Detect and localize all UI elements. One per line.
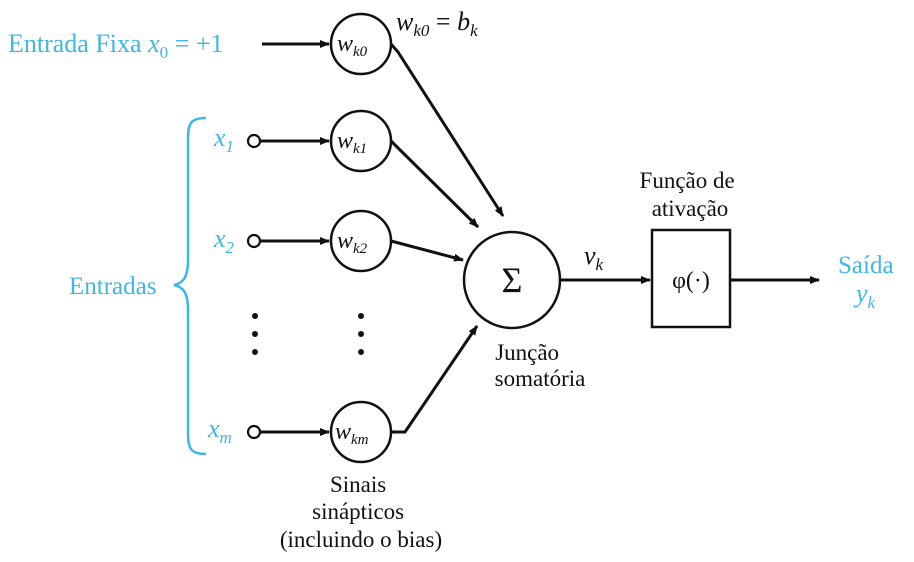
activation-box: φ(·): [650, 228, 732, 329]
input-x1-terminal: [246, 133, 262, 149]
input-x2-terminal: [246, 233, 262, 249]
weights-ellipsis: [358, 313, 364, 355]
output-variable: yk: [853, 279, 876, 312]
input-xm-label: xm: [207, 414, 232, 447]
inputs-brace: [173, 116, 207, 456]
weight-km-to-sum-arrow: [391, 325, 479, 434]
inputs-ellipsis: [252, 313, 258, 355]
input-x2-label: x2: [213, 224, 235, 257]
weight-node-k1: wk1: [329, 109, 393, 173]
weight-k0-to-sum-arrow: [389, 43, 505, 217]
weights-caption: Sinais sinápticos (incluindo o bias): [280, 472, 442, 552]
weight-k1-to-sum-arrow: [389, 139, 480, 229]
bias-equation: wk0 = bk: [396, 7, 478, 40]
weight-node-k0: wk0: [329, 12, 393, 76]
activation-symbol: φ(·): [672, 268, 710, 294]
inputs-group-label: Entradas: [69, 273, 156, 300]
input-xm-terminal: [246, 424, 262, 440]
summing-junction-caption: Junção somatória: [495, 340, 586, 391]
svg-text:wk1: wk1: [337, 128, 367, 157]
weight-k2-to-sum-arrow: [390, 239, 464, 262]
svg-text:wk2: wk2: [337, 228, 368, 257]
weight-node-km: wkm: [329, 400, 393, 464]
weight-node-k2: wk2: [329, 209, 393, 273]
sigma-symbol: Σ: [502, 260, 523, 300]
svg-text:wkm: wkm: [335, 419, 369, 448]
output-label: Saída: [838, 252, 894, 279]
input-x1-label: x1: [213, 123, 234, 156]
activation-title: Função de ativação: [640, 168, 741, 221]
summing-junction: Σ: [462, 230, 562, 330]
svg-text:wk0: wk0: [337, 31, 368, 60]
fixed-input-text: Entrada Fixa x0 = +1: [8, 29, 223, 62]
induced-field-label: vk: [584, 241, 604, 274]
